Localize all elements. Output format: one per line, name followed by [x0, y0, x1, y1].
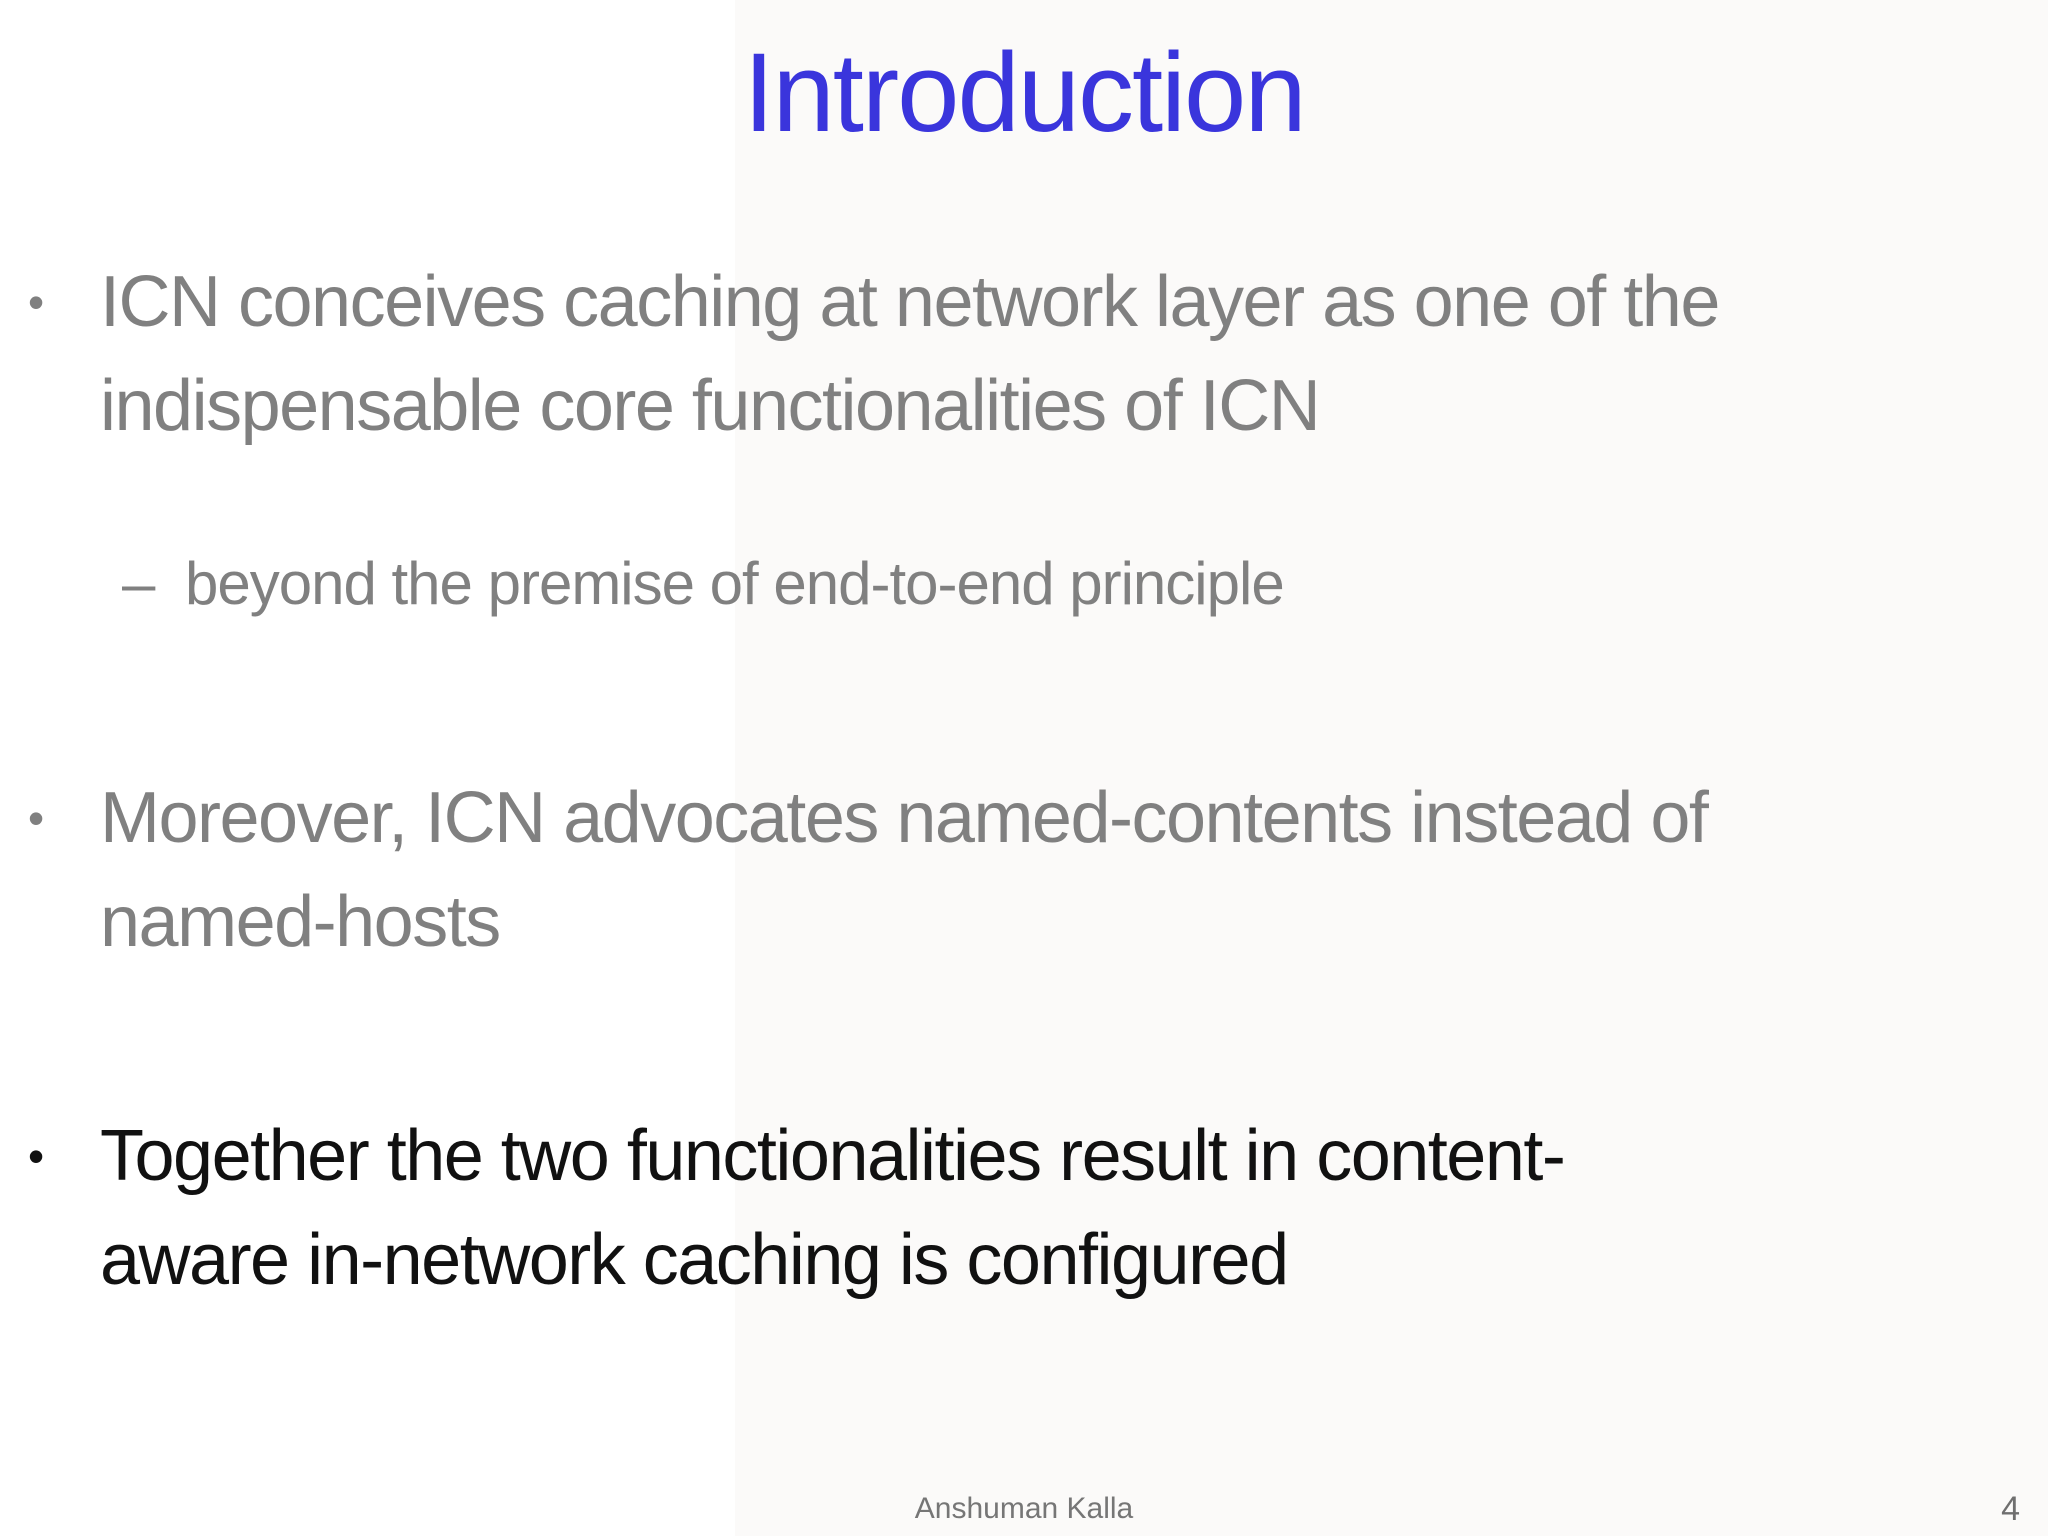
- bullet-dot-icon: •: [28, 276, 45, 328]
- footer-author: Anshuman Kalla: [914, 1492, 1134, 1525]
- bullet-text: ICN conceives caching at network layer a…: [100, 250, 2028, 458]
- bullet-line: aware in-network caching is configured: [100, 1220, 1289, 1300]
- bullet-line: ICN conceives caching at network layer a…: [100, 262, 1720, 342]
- bullet-text: Together the two functionalities result …: [100, 1104, 2028, 1312]
- bullet-line: named-hosts: [100, 882, 501, 962]
- bullet-line: indispensable core functionalities of IC…: [100, 366, 1321, 446]
- bullet-dot-icon: •: [28, 1130, 45, 1182]
- bullet-text: Moreover, ICN advocates named-contents i…: [100, 766, 2028, 974]
- sub-bullet-text: beyond the premise of end-to-end princip…: [185, 538, 2028, 630]
- slide-title: Introduction: [743, 30, 1306, 155]
- background-band: [735, 0, 2048, 1536]
- bullet-line: Moreover, ICN advocates named-contents i…: [100, 778, 1709, 858]
- bullet-dot-icon: •: [28, 792, 45, 844]
- page-number: 4: [2001, 1490, 2020, 1528]
- bullet-line: Together the two functionalities result …: [100, 1116, 1566, 1196]
- bullet-line: beyond the premise of end-to-end princip…: [185, 550, 1285, 617]
- dash-bullet-icon: –: [122, 550, 156, 617]
